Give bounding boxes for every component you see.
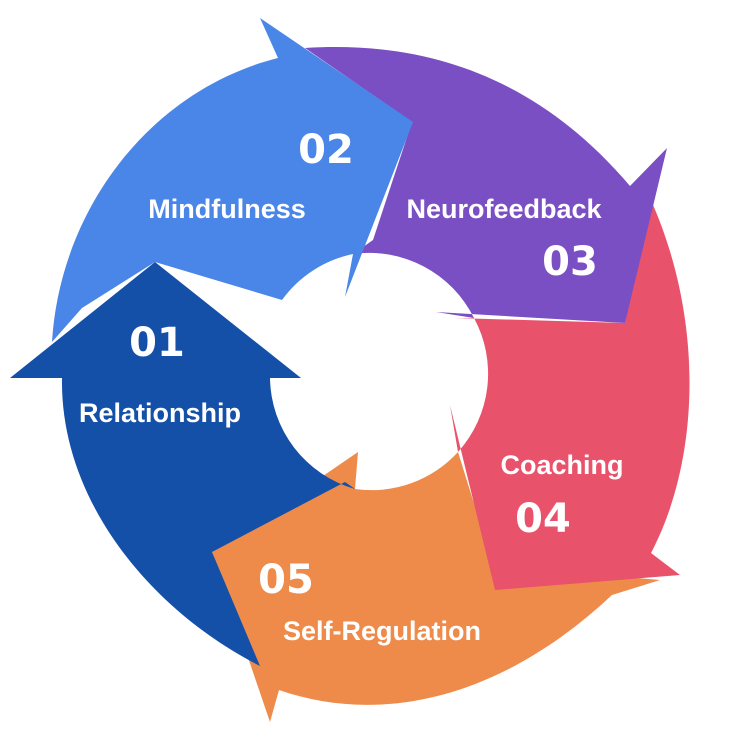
step-label-mindfulness: Mindfulness: [148, 194, 306, 224]
step-mindfulness-arrow: [52, 18, 413, 342]
step-number-coaching: 04: [515, 496, 571, 542]
step-self-regulation: [212, 452, 660, 722]
step-label-neurofeedback: Neurofeedback: [406, 194, 602, 224]
step-label-relationship: Relationship: [79, 398, 241, 428]
step-coaching-arrow: [450, 198, 690, 590]
step-number-relationship: 01: [129, 320, 185, 366]
step-number-self-regulation: 05: [258, 557, 314, 603]
step-self-regulation-arrow: [212, 452, 660, 722]
step-relationship: [10, 262, 355, 666]
step-label-self-regulation: Self-Regulation: [283, 616, 481, 646]
step-number-neurofeedback: 03: [542, 239, 598, 285]
step-label-coaching: Coaching: [500, 450, 623, 480]
step-coaching: [450, 198, 690, 590]
step-neurofeedback: [305, 47, 667, 323]
step-mindfulness: [52, 18, 413, 342]
step-neurofeedback-arrow: [305, 47, 667, 323]
step-number-mindfulness: 02: [298, 127, 354, 173]
step-relationship-arrow: [10, 262, 355, 666]
